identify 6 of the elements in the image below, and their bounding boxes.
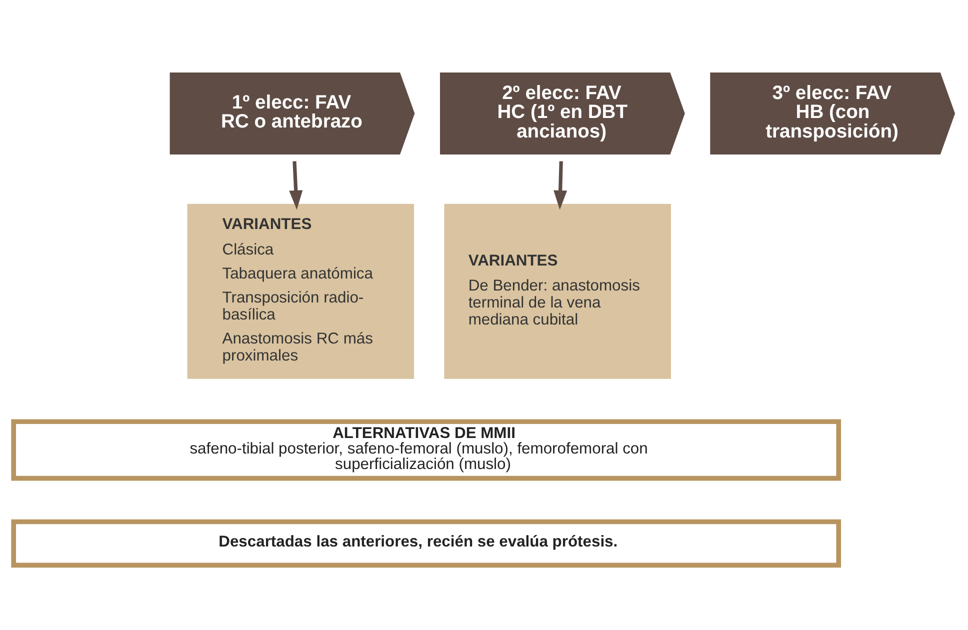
arrow [289, 160, 303, 210]
node-box: VARIANTES De Bender: anastomosis terminal de la vena mediana cubital [444, 203, 671, 378]
node-box: Descartadas las anteriores, recién se evalúa prótesis. [11, 518, 842, 568]
node-box: VARIANTES Clásica Tabaquera anatómica Transposición radio-basílica Anastomosis RC más proximales [187, 203, 414, 378]
node-box: ALTERNATIVAS DE MMII safeno-tibial posterior, safeno-femoral (muslo), femorofemoral con superficialización (muslo) [11, 418, 842, 480]
arrow [554, 160, 568, 210]
